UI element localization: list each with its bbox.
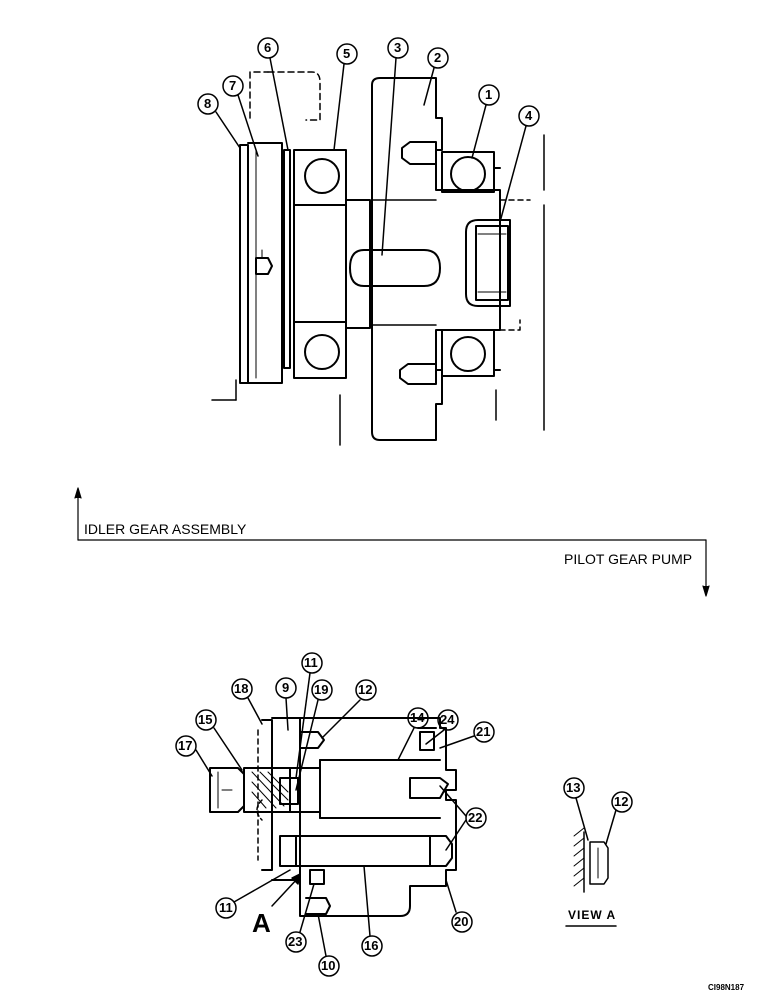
callout-25: 24 — [440, 712, 455, 727]
section-divider — [74, 487, 710, 597]
callout-23: 22 — [468, 810, 483, 825]
callout-17: 16 — [364, 938, 379, 953]
callout-8: 8 — [204, 96, 212, 111]
callout-9: 9 — [282, 680, 290, 695]
view-a-detail — [563, 777, 633, 927]
callout-24: 23 — [288, 934, 303, 949]
callout-16: 15 — [198, 712, 213, 727]
view-a-label: VIEW A — [568, 908, 617, 922]
drawing-code: CI98N187 — [708, 983, 745, 992]
callout-14: 13 — [566, 780, 581, 795]
callout-12: 12 — [358, 682, 373, 697]
callout-2: 2 — [434, 50, 442, 65]
callout-5: 5 — [343, 46, 351, 61]
idler-gear-assembly-drawing — [211, 71, 545, 446]
callout-7: 7 — [229, 78, 237, 93]
callout-19: 18 — [234, 681, 249, 696]
pump-callouts — [175, 652, 495, 977]
callout-15: 14 — [410, 710, 425, 725]
pilot-gear-pump-label: PILOT GEAR PUMP — [564, 551, 693, 567]
callout-13: 12 — [614, 794, 629, 809]
callout-10: 10 — [321, 958, 336, 973]
callout-21: 20 — [454, 914, 469, 929]
callout-11-bottom: 11 — [219, 900, 233, 915]
view-a-marker: A — [252, 908, 271, 938]
callout-4: 4 — [525, 108, 533, 123]
callout-22: 21 — [476, 724, 491, 739]
idler-callouts — [197, 37, 540, 256]
idler-gear-assembly-label: IDLER GEAR ASSEMBLY — [84, 521, 247, 537]
callout-18: 17 — [178, 738, 193, 753]
callout-1: 1 — [485, 87, 493, 102]
pilot-gear-pump-drawing — [209, 717, 457, 917]
callout-3: 3 — [394, 40, 402, 55]
callout-11-top: 11 — [304, 655, 318, 670]
callout-20: 19 — [314, 682, 329, 697]
callout-6: 6 — [264, 40, 272, 55]
